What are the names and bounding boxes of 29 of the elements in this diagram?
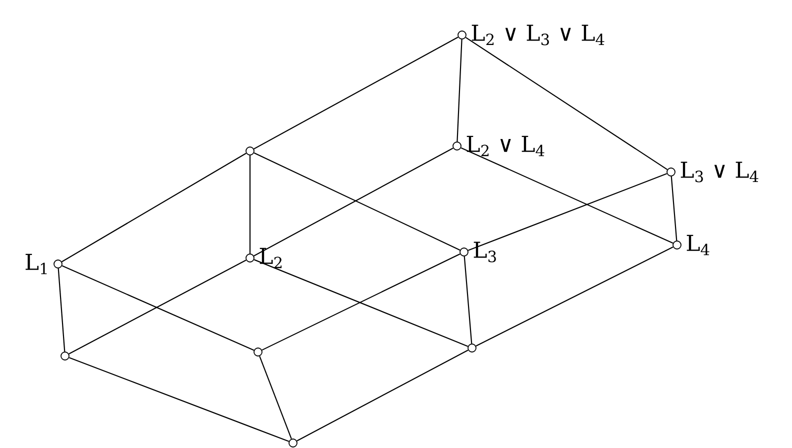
edge-line [249, 155, 251, 254]
edge-line [68, 260, 246, 354]
edge-line [464, 256, 472, 344]
vertex-label: L$_{2}$ ∨ L$_{4}$ [466, 136, 544, 156]
edge-line [62, 265, 254, 351]
edge-line [670, 176, 678, 241]
edge-line [262, 253, 460, 351]
edge-line [468, 173, 668, 251]
vertex-circle [468, 344, 476, 352]
edge-line [456, 39, 462, 142]
edge-line [62, 152, 246, 262]
vertex-circle [246, 146, 254, 156]
edge-line [296, 350, 468, 442]
vertex-label: L$_{3}$ ∨ L$_{4}$ [680, 162, 758, 182]
edge-line [476, 246, 674, 346]
vertex-circle [60, 352, 70, 360]
edge-line [254, 259, 468, 347]
edge-line [68, 357, 290, 442]
edge-line [259, 356, 292, 440]
vertex-label: L$_{2}$ ∨ L$_{3}$ ∨ L$_{4}$ [472, 24, 604, 46]
edge-line [465, 36, 668, 170]
edge-line [58, 268, 66, 352]
vertex-label: L$_{3}$ [474, 242, 496, 262]
edge-line [460, 147, 674, 244]
vertex-label: L$_{4}$ [686, 234, 710, 256]
edge-line [254, 36, 458, 150]
vertex-circle [254, 348, 262, 356]
vertex-circle [288, 438, 298, 448]
vertex-label: L$_{1}$ [26, 254, 47, 274]
